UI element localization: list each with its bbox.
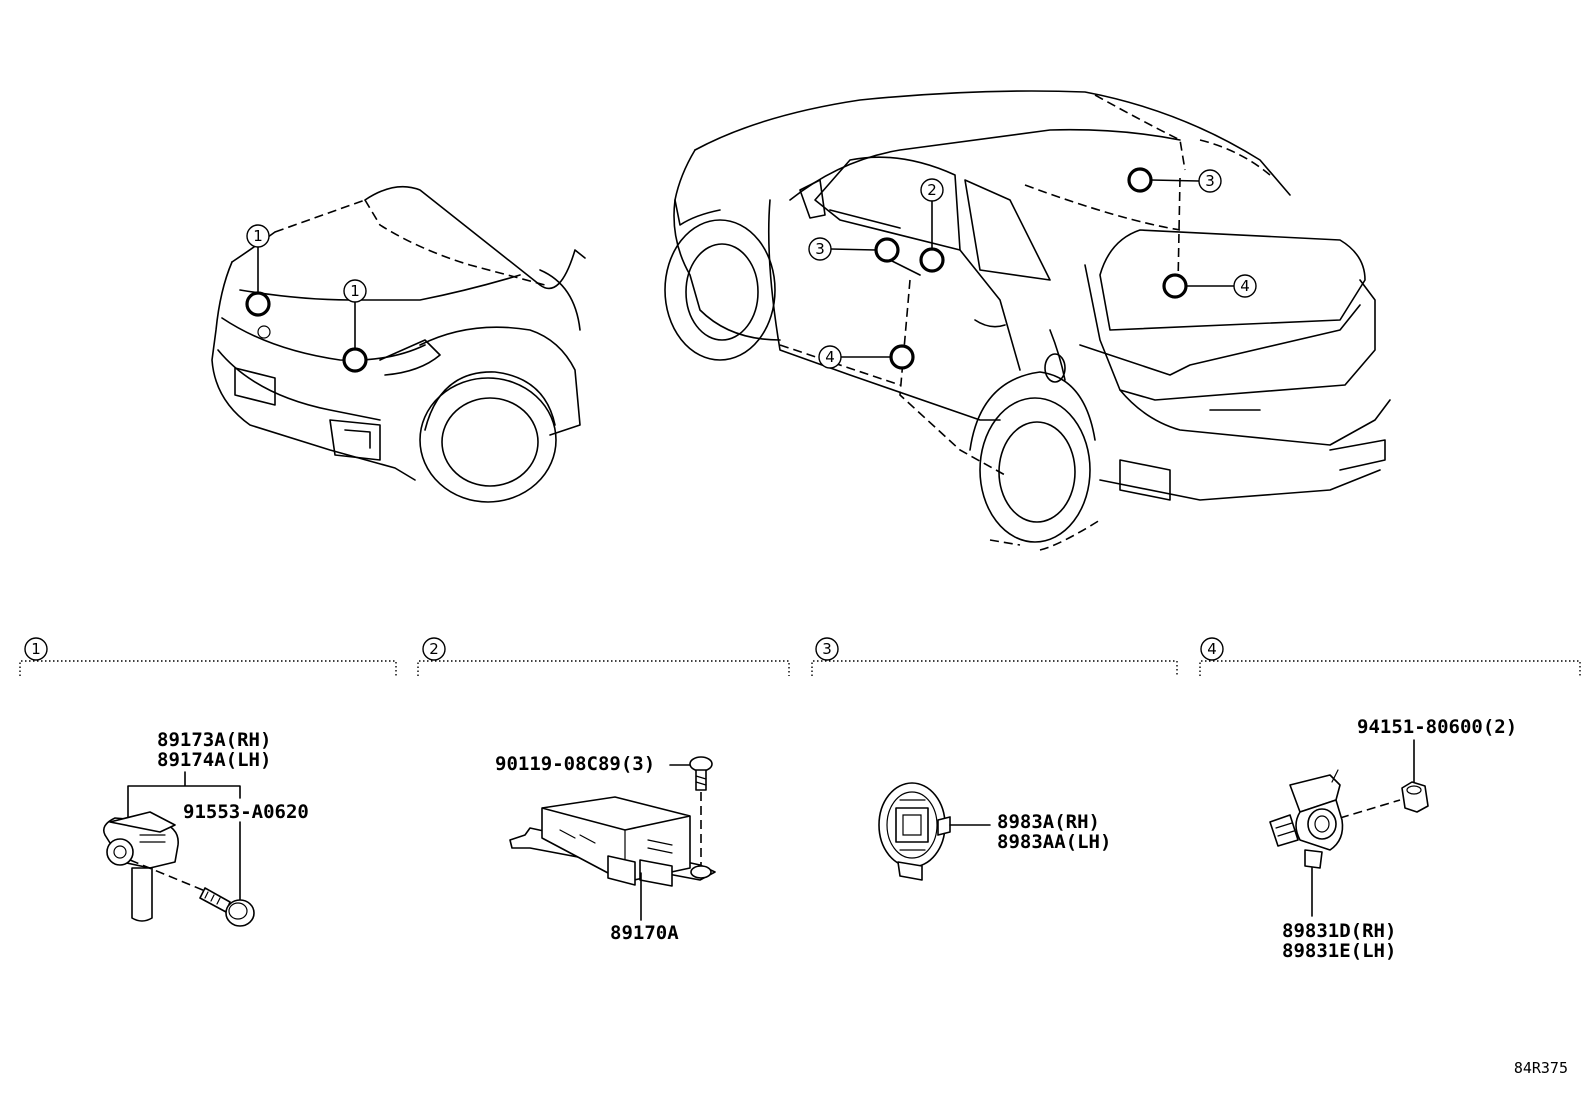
callout-3-b [808,237,832,261]
callout-3-a [1198,169,1222,193]
callout-4-b [818,345,842,369]
callout-1-a-text: 1 [253,227,263,245]
airbag-ecu-bolt-part [689,756,713,791]
rear-sensor-nut-label: 94151-80600(2) [1357,716,1517,738]
airbag-ecu-part [509,796,716,887]
callout-2-text: 2 [927,181,937,199]
front-sensor-bolt-part [199,887,255,927]
callout-1-b [343,279,367,303]
front-sensor-marker-lh [342,347,368,373]
rear-airbag-sensor-part [1269,769,1344,869]
airbag-ecu-bolt-label: 90119-08C89(3) [495,753,655,775]
section-2-number: 2 [429,640,439,658]
section-4-rear-airbag-sensor: 94151-80600(2) 89831D(RH) 89831E(LH) [1269,716,1517,962]
section-4-number: 4 [1207,640,1217,658]
section-header-1: 1 [19,637,397,676]
front-sensor-lh-label: 89174A(LH) [157,749,271,771]
front-sensor-rh-label: 89173A(RH) [157,729,271,751]
rear-sensor-marker-left [889,344,915,370]
section-header-2: 2 [417,637,790,676]
side-sensor-marker-door [874,237,900,263]
airbag-ecu-marker [919,247,945,273]
side-sensor-lh-label: 8983AA(LH) [997,831,1111,853]
callout-1-a [246,224,270,248]
front-airbag-sensor-part [102,811,179,922]
section-3-side-airbag-sensor: 8983A(RH) 8983AA(LH) [878,782,1111,881]
section-1-front-airbag-sensor: 89173A(RH) 89174A(LH) 91553-A0620 [102,729,309,927]
callout-1-b-text: 1 [350,282,360,300]
side-sensor-marker-roof [1127,167,1153,193]
callout-2 [920,178,944,202]
callout-4-b-text: 4 [825,348,835,366]
section-1-number: 1 [31,640,41,658]
rear-sensor-marker-right [1162,273,1188,299]
vehicle-front-view: 1 1 [211,185,586,503]
callout-4-a-text: 4 [1240,277,1250,295]
callout-4-a [1233,274,1257,298]
vehicle-rear-view: 3 3 2 4 4 [664,90,1391,551]
section-header-3: 3 [811,637,1178,676]
callout-3-b-text: 3 [815,240,825,258]
side-sensor-rh-label: 8983A(RH) [997,811,1100,833]
section-header-4: 4 [1199,637,1581,676]
rear-sensor-nut-part [1401,781,1429,813]
rear-sensor-rh-label: 89831D(RH) [1282,920,1396,942]
front-sensor-bolt-label: 91553-A0620 [183,801,309,823]
section-2-airbag-ecu: 90119-08C89(3) 89170A [495,753,716,944]
callout-3-a-text: 3 [1205,172,1215,190]
section-3-number: 3 [822,640,832,658]
airbag-ecu-label: 89170A [610,922,679,944]
side-airbag-sensor-part [878,782,951,881]
diagram-ref-code: 84R375 [1514,1059,1568,1077]
front-sensor-marker-rh [245,291,271,317]
rear-sensor-lh-label: 89831E(LH) [1282,940,1396,962]
